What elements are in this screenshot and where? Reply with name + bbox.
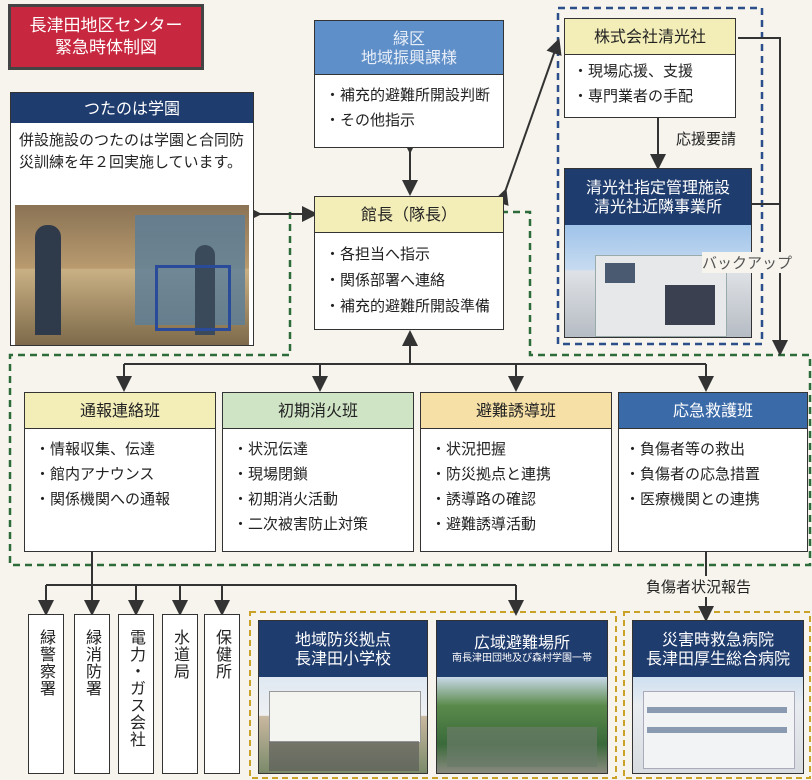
director-duties: 各担当へ指示 関係部署へ連絡 補充的避難所開設準備	[315, 233, 503, 327]
list-item: 館内アナウンス	[35, 462, 205, 487]
midori-ward-box: 緑区 地域振興課様 補充的避難所開設判断 その他指示	[314, 20, 504, 148]
facility-line-1: 清光社指定管理施設	[585, 178, 730, 197]
evacuation-photo	[437, 677, 607, 773]
agency-health: 保健所	[204, 614, 240, 774]
place-line-1: 広域避難場所	[473, 632, 570, 652]
director-box: 館長（隊長） 各担当へ指示 関係部署へ連絡 補充的避難所開設準備	[314, 196, 504, 330]
team-duties: 情報収集、伝達 館内アナウンス 関係機関への通報	[25, 429, 215, 520]
list-item: 専門業者の手配	[573, 84, 727, 109]
school-photo	[259, 677, 427, 773]
list-item: 関係機関への通報	[35, 487, 205, 512]
list-item: 各担当へ指示	[325, 241, 493, 267]
team-shoki: 初期消火班 状況伝達 現場閉鎖 初期消火活動 二次被害防止対策	[222, 392, 414, 552]
list-item: 初期消火活動	[233, 487, 403, 512]
list-item: 補充的避難所開設判断	[325, 83, 493, 108]
seikosha-box: 株式会社清光社 現場応援、支援 専門業者の手配	[564, 18, 736, 118]
list-item: 情報収集、伝達	[35, 437, 205, 462]
team-header: 通報連絡班	[25, 393, 215, 429]
place-line-2: 長津田小学校	[294, 649, 391, 668]
place-hospital: 災害時救急病院 長津田厚生総合病院	[632, 620, 804, 774]
place-header: 災害時救急病院 長津田厚生総合病院	[633, 621, 803, 677]
director-header: 館長（隊長）	[315, 197, 503, 233]
team-duties: 状況把握 防災拠点と連携 誘導路の確認 避難誘導活動	[421, 429, 611, 545]
agency-water: 水道局	[162, 614, 198, 774]
injury-report-label: 負傷者状況報告	[646, 576, 752, 597]
page-title: 長津田地区センター 緊急時体制図	[8, 4, 204, 70]
seikosha-header: 株式会社清光社	[565, 19, 735, 55]
midori-header: 緑区 地域振興課様	[315, 21, 503, 75]
team-header: 応急救護班	[619, 393, 807, 429]
team-header: 避難誘導班	[421, 393, 611, 429]
list-item: 誘導路の確認	[431, 487, 601, 512]
place-header: 地域防災拠点 長津田小学校	[259, 621, 427, 677]
title-line-1: 長津田地区センター	[29, 16, 183, 36]
list-item: 現場閉鎖	[233, 462, 403, 487]
tsutanoha-header: つたのは学園	[11, 93, 253, 123]
list-item: 二次被害防止対策	[233, 512, 403, 537]
team-tsuho: 通報連絡班 情報収集、伝達 館内アナウンス 関係機関への通報	[24, 392, 216, 552]
training-photo	[15, 205, 249, 345]
place-line-2: 南長津田団地及び森村学園一帯	[452, 652, 592, 664]
place-line-2: 長津田厚生総合病院	[645, 649, 790, 668]
seikosha-duties: 現場応援、支援 専門業者の手配	[565, 55, 735, 113]
facility-photo	[565, 225, 751, 337]
list-item: 防災拠点と連携	[431, 462, 601, 487]
place-evacuation: 広域避難場所 南長津田団地及び森村学園一帯	[436, 620, 608, 774]
facility-header: 清光社指定管理施設 清光社近隣事業所	[565, 169, 751, 225]
backup-label: バックアップ	[702, 252, 793, 273]
midori-header-line-2: 地域振興課様	[360, 47, 457, 67]
list-item: 避難誘導活動	[431, 512, 601, 537]
agency-utility: 電力・ガス会社	[118, 614, 154, 774]
place-school: 地域防災拠点 長津田小学校	[258, 620, 428, 774]
list-item: 関係部署へ連絡	[325, 267, 493, 293]
agency-fire: 緑消防署	[74, 614, 110, 774]
tsutanoha-description: 併設施設のつたのは学園と合同防災訓練を年２回実施しています。	[19, 131, 245, 171]
team-hinan: 避難誘導班 状況把握 防災拠点と連携 誘導路の確認 避難誘導活動	[420, 392, 612, 552]
list-item: 状況伝達	[233, 437, 403, 462]
midori-duties: 補充的避難所開設判断 その他指示	[315, 75, 503, 141]
list-item: 補充的避難所開設準備	[325, 293, 493, 319]
list-item: 医療機関との連携	[625, 487, 801, 512]
title-line-2: 緊急時体制図	[55, 38, 157, 58]
support-request-label: 応援要請	[676, 130, 737, 148]
list-item: 現場応援、支援	[573, 59, 727, 84]
place-line-1: 地域防災拠点	[294, 630, 391, 649]
list-item: その他指示	[325, 108, 493, 133]
tsutanoha-box: つたのは学園 併設施設のつたのは学園と合同防災訓練を年２回実施しています。	[10, 92, 254, 346]
team-header: 初期消火班	[223, 393, 413, 429]
list-item: 負傷者の応急措置	[625, 462, 801, 487]
hospital-photo	[633, 677, 803, 773]
list-item: 状況把握	[431, 437, 601, 462]
place-line-1: 災害時救急病院	[661, 630, 774, 649]
place-header: 広域避難場所 南長津田団地及び森村学園一帯	[437, 621, 607, 677]
team-kyugo: 応急救護班 負傷者等の救出 負傷者の応急措置 医療機関との連携	[618, 392, 808, 552]
list-item: 負傷者等の救出	[625, 437, 801, 462]
facility-line-2: 清光社近隣事業所	[593, 197, 722, 216]
agency-police: 緑警察署	[28, 614, 64, 774]
team-duties: 状況伝達 現場閉鎖 初期消火活動 二次被害防止対策	[223, 429, 413, 545]
team-duties: 負傷者等の救出 負傷者の応急措置 医療機関との連携	[619, 429, 807, 520]
midori-header-line-1: 緑区	[392, 28, 425, 48]
